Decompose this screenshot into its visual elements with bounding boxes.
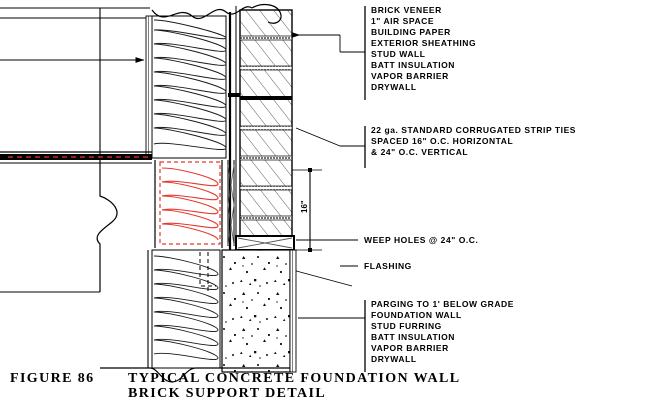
wall-assembly-callout: BRICK VENEER 1" AIR SPACE BUILDING PAPER…: [371, 5, 476, 92]
concrete-foundation-wall: [221, 249, 297, 373]
callout-line: & 24" O.C. VERTICAL: [371, 147, 468, 157]
flashing-callout: FLASHING: [364, 261, 412, 271]
weep-holes-callout: WEEP HOLES @ 24" O.C.: [364, 235, 478, 245]
figure-number: FIGURE 86: [10, 371, 95, 386]
corrugated-strip-tie: [228, 93, 240, 97]
bottom-break-line: [100, 367, 290, 383]
top-break-line: [0, 3, 282, 24]
foundation-assembly-leader: [298, 300, 366, 372]
callout-line: 22 ga. STANDARD CORRUGATED STRIP TIES: [371, 125, 576, 135]
exterior-sheathing-layer: [145, 15, 153, 159]
callout-line: BRICK VENEER: [371, 5, 442, 15]
callout-line: SPACED 16" O.C. HORIZONTAL: [371, 136, 513, 146]
callout-line: 1" AIR SPACE: [371, 16, 434, 26]
callout-line: DRYWALL: [371, 82, 417, 92]
brick-support-dimension: 16": [292, 168, 322, 252]
upper-wall-inner-finish: [0, 8, 148, 160]
figure-title-line-2: BRICK SUPPORT DETAIL: [128, 386, 326, 400]
brick-veneer-upper: [239, 9, 293, 251]
upper-batt-insulation: [151, 15, 227, 159]
callout-line: VAPOR BARRIER: [371, 71, 449, 81]
callout-line: PARGING TO 1' BELOW GRADE: [371, 299, 514, 309]
callout-line: DRYWALL: [371, 354, 417, 364]
foundation-assembly-callout: PARGING TO 1' BELOW GRADE FOUNDATION WAL…: [371, 299, 514, 364]
callout-line: BATT INSULATION: [371, 332, 455, 342]
stud-furring-upper: [154, 160, 235, 248]
callout-line: BATT INSULATION: [371, 60, 455, 70]
floor-framing: [0, 151, 152, 164]
callout-line: FOUNDATION WALL: [371, 310, 462, 320]
strip-ties-callout: 22 ga. STANDARD CORRUGATED STRIP TIES SP…: [371, 125, 576, 157]
lower-furring-insulation: [147, 249, 221, 369]
figure-caption: FIGURE 86 TYPICAL CONCRETE FOUNDATION WA…: [10, 371, 461, 400]
left-break-line: [96, 160, 118, 292]
callout-line: EXTERIOR SHEATHING: [371, 38, 476, 48]
dimension-value: 16": [300, 200, 309, 213]
figure-title-line-1: TYPICAL CONCRETE FOUNDATION WALL: [128, 371, 461, 386]
callout-line: BUILDING PAPER: [371, 27, 451, 37]
callout-line: VAPOR BARRIER: [371, 343, 449, 353]
callout-line: STUD WALL: [371, 49, 426, 59]
ties-leader: [295, 126, 366, 168]
sill-anchor-dashed: [199, 252, 216, 292]
callout-line: STUD FURRING: [371, 321, 442, 331]
highlighted-batt-insulation: [159, 161, 221, 245]
air-space-and-paper: [228, 6, 237, 250]
top-assembly-leader: [0, 6, 366, 100]
